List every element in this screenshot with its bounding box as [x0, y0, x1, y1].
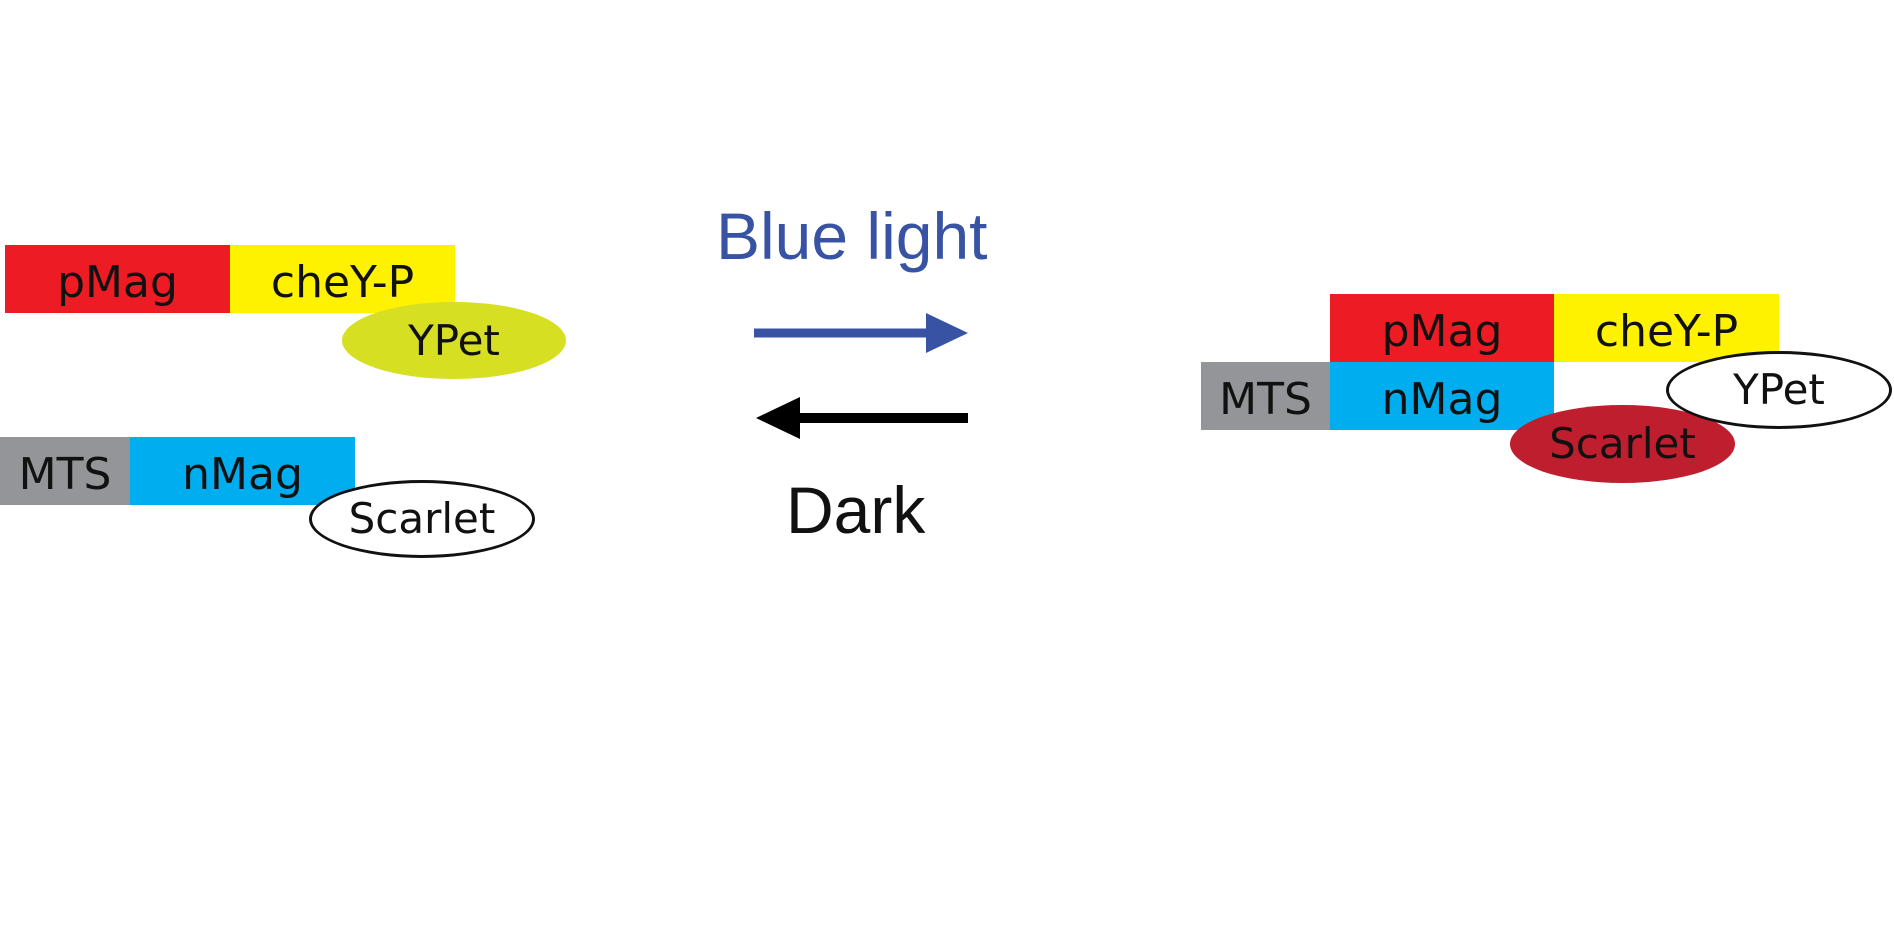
left-pmag-block: pMag [5, 245, 230, 313]
right-pmag-block: pMag [1330, 294, 1554, 362]
right-ypet-oval: YPet [1666, 351, 1892, 429]
left-ypet-oval: YPet [342, 302, 566, 379]
reverse-arrow-icon [756, 397, 968, 439]
right-chey-block: cheY-P [1554, 294, 1779, 362]
left-mts-block: MTS [0, 437, 130, 505]
left-scarlet-oval: Scarlet [309, 480, 535, 558]
dark-label: Dark [786, 473, 926, 547]
left-nmag-block: nMag [130, 437, 355, 505]
right-scarlet-oval: Scarlet [1510, 405, 1735, 483]
right-mts-block: MTS [1201, 362, 1330, 430]
left-chey-block: cheY-P [230, 245, 455, 313]
right-nmag-block: nMag [1330, 362, 1554, 430]
blue-light-label: Blue light [716, 199, 988, 273]
forward-arrow-icon [754, 313, 968, 353]
